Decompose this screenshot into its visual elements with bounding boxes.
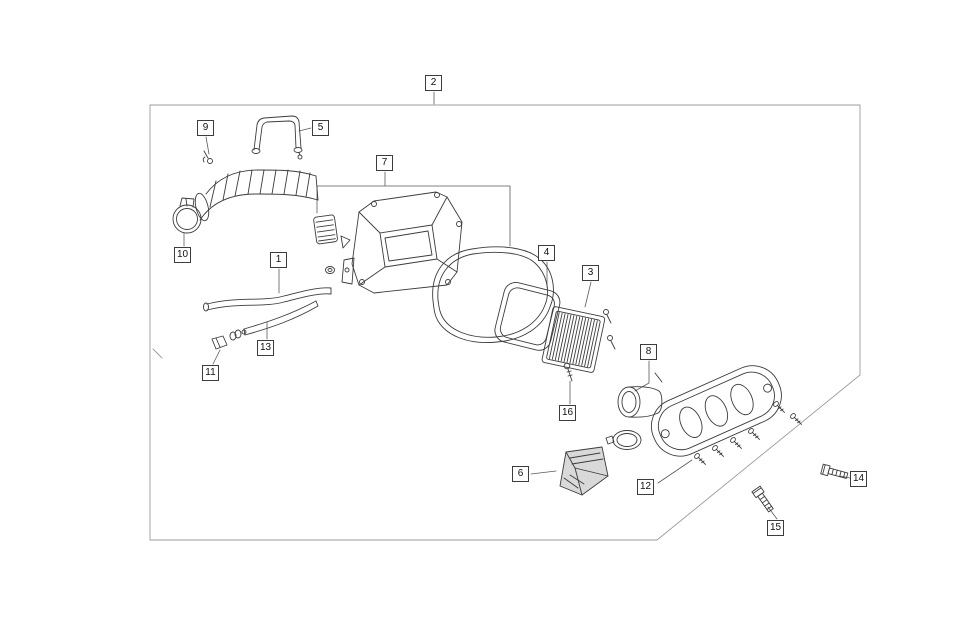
part-foam-seal <box>432 246 554 344</box>
callout-11: 11 <box>202 365 219 381</box>
callout-13: 13 <box>257 340 275 356</box>
part-bolt-14 <box>820 463 849 479</box>
callout-1: 1 <box>270 252 287 268</box>
part-air-box-case <box>325 191 463 294</box>
part-gasket <box>494 281 561 351</box>
callout-15: 15 <box>767 520 785 536</box>
callout-4: 4 <box>538 245 555 261</box>
part-hose-short <box>243 300 319 336</box>
part-intake-joint <box>605 386 663 450</box>
callout-8: 8 <box>640 344 657 360</box>
callout-6: 6 <box>512 466 529 482</box>
callout-14: 14 <box>850 471 868 487</box>
part-air-cleaner-cover <box>651 365 782 457</box>
callout-3: 3 <box>582 265 599 281</box>
callout-2: 2 <box>425 75 442 91</box>
part-screw-16 <box>563 362 573 382</box>
part-sponge-pad <box>313 214 338 245</box>
part-intake-tube <box>194 169 319 222</box>
part-clip-screw <box>202 150 213 164</box>
callout-9: 9 <box>197 120 214 136</box>
leader-lines <box>183 91 851 520</box>
part-hose-clamp <box>172 197 202 234</box>
assembly-boundary <box>149 104 861 541</box>
part-rubber-flap <box>559 446 609 496</box>
callout-12: 12 <box>637 479 655 495</box>
callout-16: 16 <box>559 405 577 421</box>
part-filter-element <box>541 306 616 373</box>
part-hose-long <box>203 287 332 312</box>
part-bolt-15 <box>751 485 774 513</box>
part-screws-scattered <box>694 401 802 465</box>
callout-10: 10 <box>174 247 192 263</box>
callout-7: 7 <box>376 155 393 171</box>
callout-5: 5 <box>312 120 329 136</box>
part-hose-fitting <box>211 329 247 350</box>
part-bracket-pipe <box>251 115 303 160</box>
